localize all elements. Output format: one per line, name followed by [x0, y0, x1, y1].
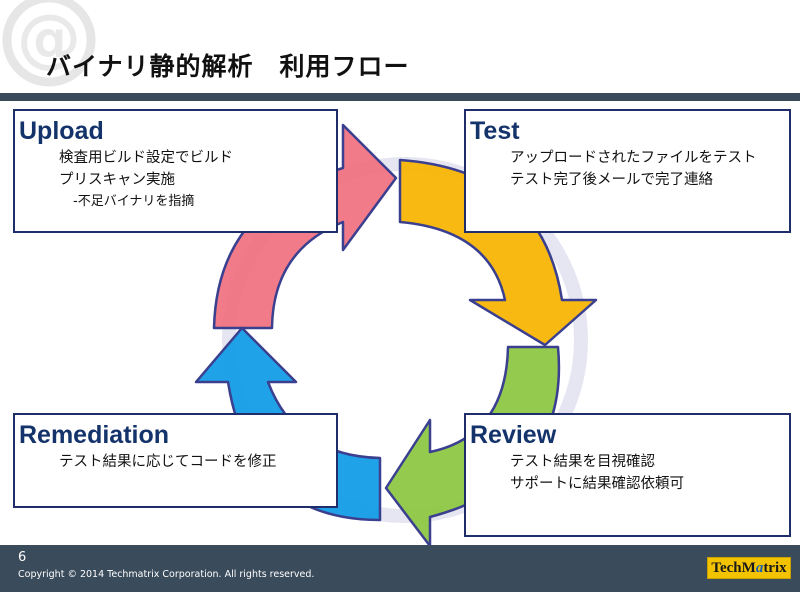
upload-step-box: Upload 検査用ビルド設定でビルド プリスキャン実施 -不足バイナリを指摘 [13, 109, 338, 233]
title-divider-bar [0, 93, 800, 101]
techmatrix-logo: TechMatrix [707, 557, 791, 579]
review-step-line: テスト結果を目視確認 [510, 454, 655, 470]
remediation-step-box: Remediation テスト結果に応じてコードを修正 [13, 413, 338, 508]
logo-text-highlight: a [755, 560, 764, 576]
test-step-box: Test アップロードされたファイルをテスト テスト完了後メールで完了連絡 [464, 109, 791, 233]
logo-text-after: trix [763, 560, 787, 576]
test-step-line: テスト完了後メールで完了連絡 [510, 172, 713, 188]
remediation-step-title: Remediation [19, 421, 170, 449]
remediation-step-line: テスト結果に応じてコードを修正 [59, 454, 277, 470]
test-step-line: アップロードされたファイルをテスト [510, 150, 757, 166]
svg-text:@: @ [17, 2, 81, 76]
upload-step-line: プリスキャン実施 [59, 172, 175, 188]
review-step-line: サポートに結果確認依頼可 [510, 476, 684, 492]
review-step-box: Review テスト結果を目視確認 サポートに結果確認依頼可 [464, 413, 791, 537]
review-step-title: Review [470, 421, 557, 449]
at-sign-watermark-icon: @ [2, 0, 96, 87]
slide-title: バイナリ静的解析 利用フロー [46, 52, 410, 81]
footer-bar: 6 Copyright © 2014 Techmatrix Corporatio… [0, 545, 800, 592]
upload-step-title: Upload [19, 117, 104, 145]
page-number: 6 [18, 550, 27, 565]
test-step-title: Test [470, 117, 520, 145]
copyright-text: Copyright © 2014 Techmatrix Corporation.… [18, 569, 315, 580]
upload-step-subline: -不足バイナリを指摘 [73, 194, 195, 209]
upload-step-line: 検査用ビルド設定でビルド [59, 150, 233, 166]
logo-text-before: TechM [711, 560, 756, 576]
